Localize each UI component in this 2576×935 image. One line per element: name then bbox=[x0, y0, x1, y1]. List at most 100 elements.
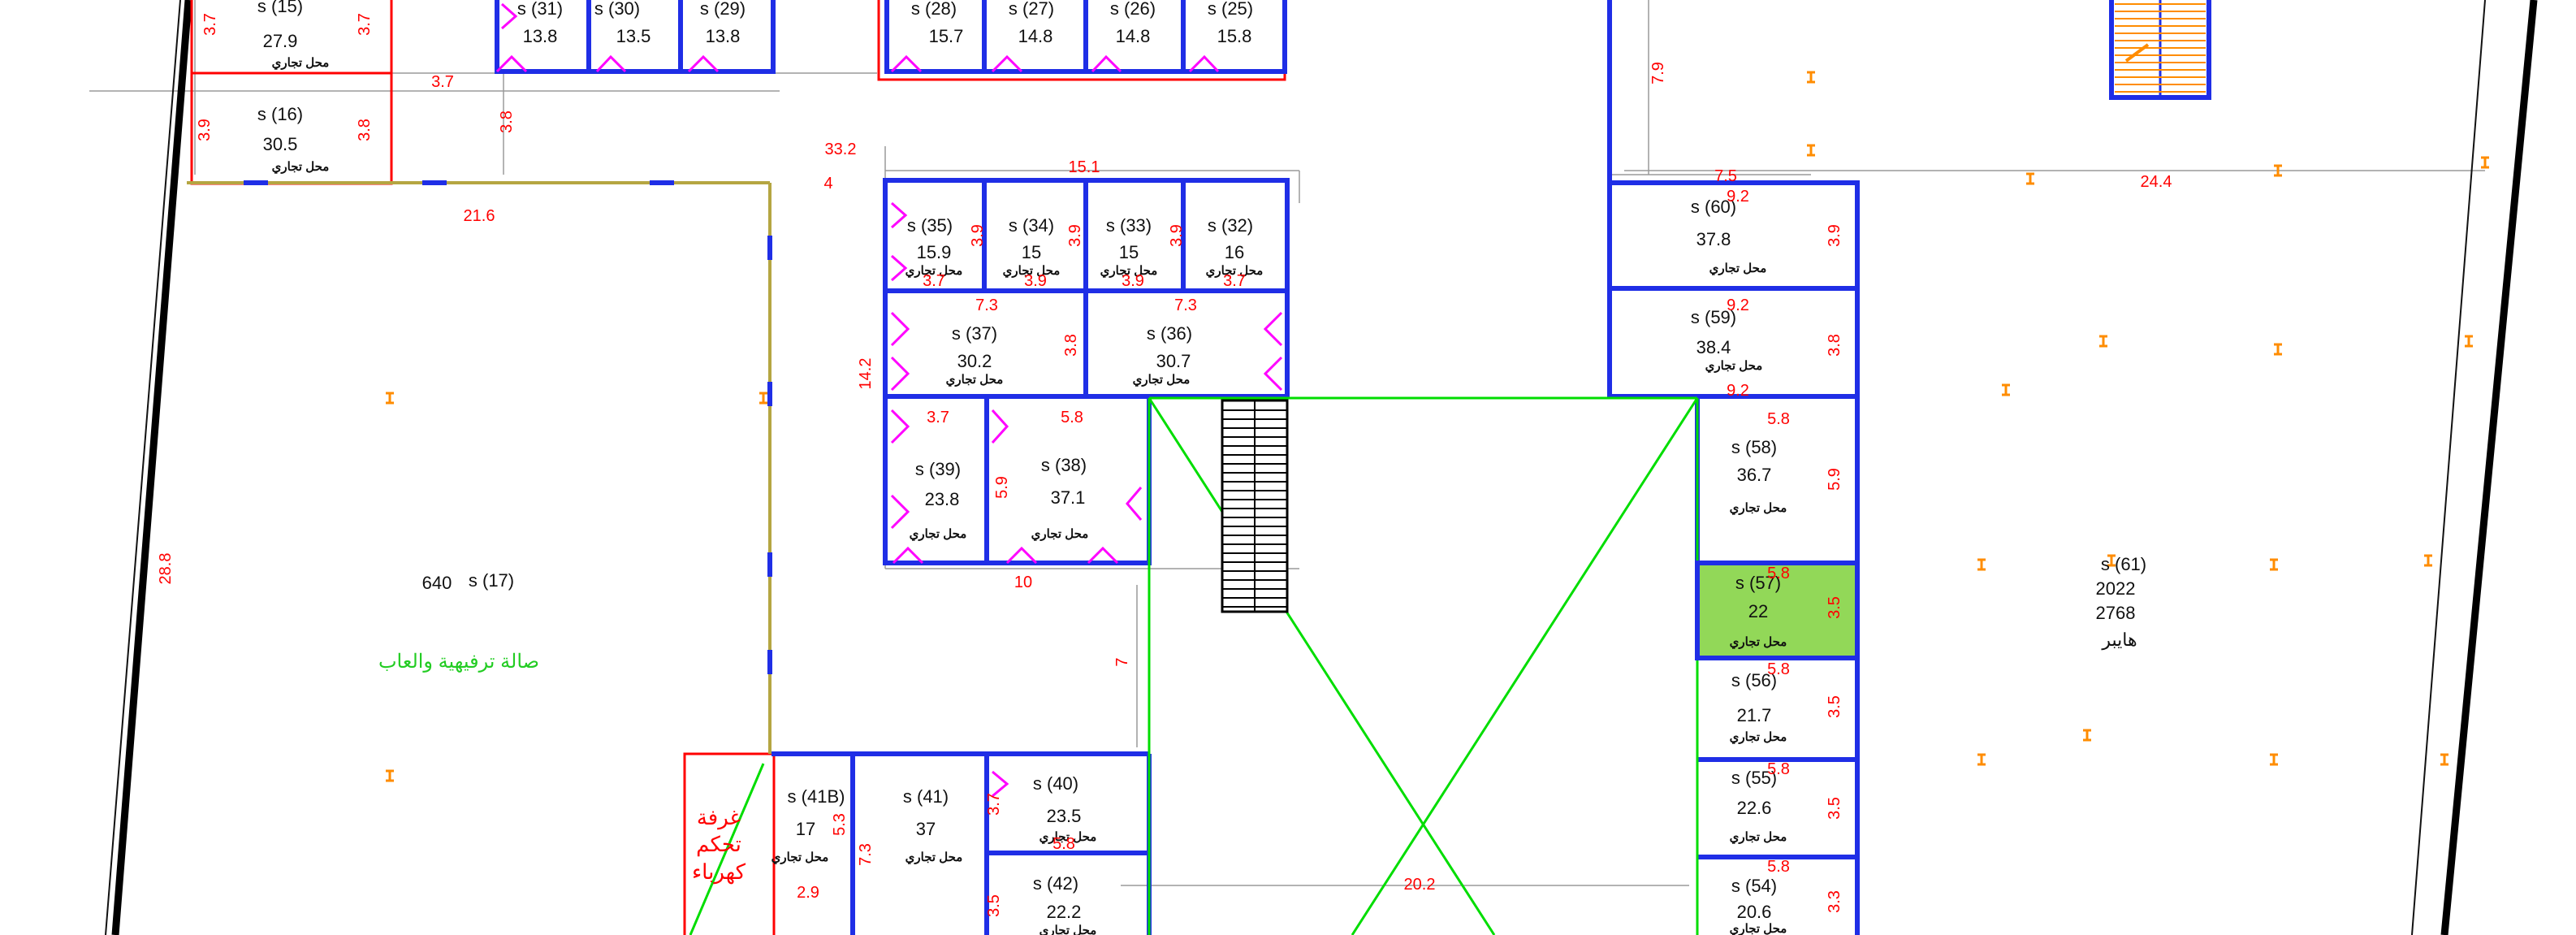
s41b-id: s (41B) bbox=[788, 786, 845, 807]
s27-area: 14.8 bbox=[1018, 26, 1053, 46]
control-room-line2: تحكم bbox=[696, 832, 741, 857]
s27-id: s (27) bbox=[1009, 0, 1054, 19]
column-marker bbox=[386, 769, 394, 782]
s16-area: 30.5 bbox=[263, 134, 298, 154]
s37-label: محل تجاري bbox=[946, 373, 1004, 387]
s56-label: محل تجاري bbox=[1730, 730, 1787, 745]
s29-id: s (29) bbox=[700, 0, 746, 19]
dim: 3.8 bbox=[1062, 334, 1080, 357]
s32-id: s (32) bbox=[1208, 215, 1253, 236]
control-room-line1: غرفة bbox=[697, 805, 741, 830]
dim: 7.3 bbox=[1174, 297, 1197, 314]
s35-id: s (35) bbox=[907, 215, 953, 236]
s57-id: s (57) bbox=[1735, 573, 1781, 593]
dim: 3.7 bbox=[201, 13, 219, 36]
s15-area: 27.9 bbox=[263, 31, 298, 51]
dim: 3.7 bbox=[985, 793, 1003, 816]
s39-area: 23.8 bbox=[925, 489, 960, 509]
s61-area2: 2768 bbox=[2096, 603, 2136, 623]
dim: 4 bbox=[823, 175, 832, 193]
column-marker bbox=[2465, 335, 2473, 348]
s54-area: 20.6 bbox=[1737, 902, 1772, 922]
dim: 21.6 bbox=[464, 207, 495, 225]
s33-area: 15 bbox=[1119, 242, 1139, 262]
partition-marks bbox=[495, 2, 1283, 798]
s39-label: محل تجاري bbox=[910, 527, 967, 542]
s60-id: s (60) bbox=[1691, 197, 1736, 217]
s40-id: s (40) bbox=[1033, 773, 1078, 794]
s33-id: s (33) bbox=[1106, 215, 1152, 236]
s55-id: s (55) bbox=[1731, 768, 1777, 788]
dim: 3.9 bbox=[1066, 224, 1084, 247]
column-marker bbox=[2481, 156, 2489, 169]
column-marker bbox=[1977, 753, 1986, 766]
s26-area: 14.8 bbox=[1116, 26, 1151, 46]
dim: 5.9 bbox=[993, 476, 1011, 499]
dim: 10 bbox=[1014, 574, 1032, 591]
column-marker bbox=[2440, 753, 2448, 766]
highlighted-shop[interactable] bbox=[1695, 561, 1860, 660]
column-marker bbox=[2270, 558, 2278, 571]
dim: 3.8 bbox=[356, 119, 374, 141]
dim: 7.9 bbox=[1649, 62, 1667, 84]
s34-label: محل تجاري bbox=[1003, 264, 1061, 279]
dim: 5.8 bbox=[1767, 565, 1790, 582]
s17-id: s (17) bbox=[469, 570, 514, 591]
s16-label: محل تجاري bbox=[272, 160, 330, 175]
dim: 24.4 bbox=[2141, 173, 2172, 191]
s15-id: s (15) bbox=[257, 0, 303, 16]
column-marker bbox=[1807, 71, 1815, 84]
s57-label: محل تجاري bbox=[1730, 635, 1787, 650]
s17-label: صالة ترفيهية والعاب bbox=[378, 651, 539, 673]
dim: 3.9 bbox=[969, 224, 987, 247]
s37-id: s (37) bbox=[952, 323, 997, 344]
column-marker bbox=[2274, 164, 2282, 177]
s31-area: 13.8 bbox=[523, 26, 558, 46]
dim: 2.9 bbox=[797, 884, 819, 902]
s58-label: محل تجاري bbox=[1730, 501, 1787, 516]
dim: 3.9 bbox=[1122, 272, 1144, 290]
s38-area: 37.1 bbox=[1051, 487, 1086, 508]
dim: 3.5 bbox=[985, 894, 1003, 917]
column-marker bbox=[2107, 554, 2116, 567]
dim: 5.8 bbox=[1061, 409, 1083, 426]
s29-area: 13.8 bbox=[706, 26, 741, 46]
s54-label: محل تجاري bbox=[1730, 922, 1787, 935]
dim: 3.5 bbox=[1826, 695, 1843, 718]
central-stair bbox=[1221, 399, 1289, 613]
column-marker bbox=[759, 392, 767, 405]
dim: 5.8 bbox=[1767, 410, 1790, 428]
column-marker bbox=[2274, 343, 2282, 356]
s41-label: محل تجاري bbox=[905, 851, 963, 865]
control-room-line3: كهرباء bbox=[692, 859, 746, 885]
column-marker bbox=[386, 392, 394, 405]
column-marker bbox=[2026, 172, 2034, 185]
s30-area: 13.5 bbox=[616, 26, 651, 46]
s31-id: s (31) bbox=[517, 0, 563, 19]
s40-area: 23.5 bbox=[1047, 806, 1082, 826]
s17-area: 640 bbox=[422, 573, 452, 593]
circulation-lines bbox=[689, 396, 1699, 935]
dim: 9.2 bbox=[1727, 188, 1749, 206]
s59-id: s (59) bbox=[1691, 307, 1736, 327]
dim: 7.3 bbox=[857, 843, 875, 866]
s54-id: s (54) bbox=[1731, 876, 1777, 896]
s56-id: s (56) bbox=[1731, 670, 1777, 690]
dim: 3.7 bbox=[356, 13, 374, 36]
s34-id: s (34) bbox=[1009, 215, 1054, 236]
s60-label: محل تجاري bbox=[1709, 262, 1767, 276]
s60-area: 37.8 bbox=[1696, 229, 1731, 249]
dim: 5.9 bbox=[1826, 468, 1843, 491]
construction-lines bbox=[89, 0, 2485, 886]
s36-area: 30.7 bbox=[1156, 351, 1191, 371]
dim: 9.2 bbox=[1727, 297, 1749, 314]
dim: 3.8 bbox=[1826, 334, 1843, 357]
s25-area: 15.8 bbox=[1217, 26, 1252, 46]
dim: 3.5 bbox=[1826, 797, 1843, 820]
dim: 3.3 bbox=[1826, 890, 1843, 913]
s55-label: محل تجاري bbox=[1730, 830, 1787, 845]
s28-area: 15.7 bbox=[929, 26, 964, 46]
dim: 3.7 bbox=[1223, 272, 1246, 290]
column-marker bbox=[2083, 729, 2091, 742]
